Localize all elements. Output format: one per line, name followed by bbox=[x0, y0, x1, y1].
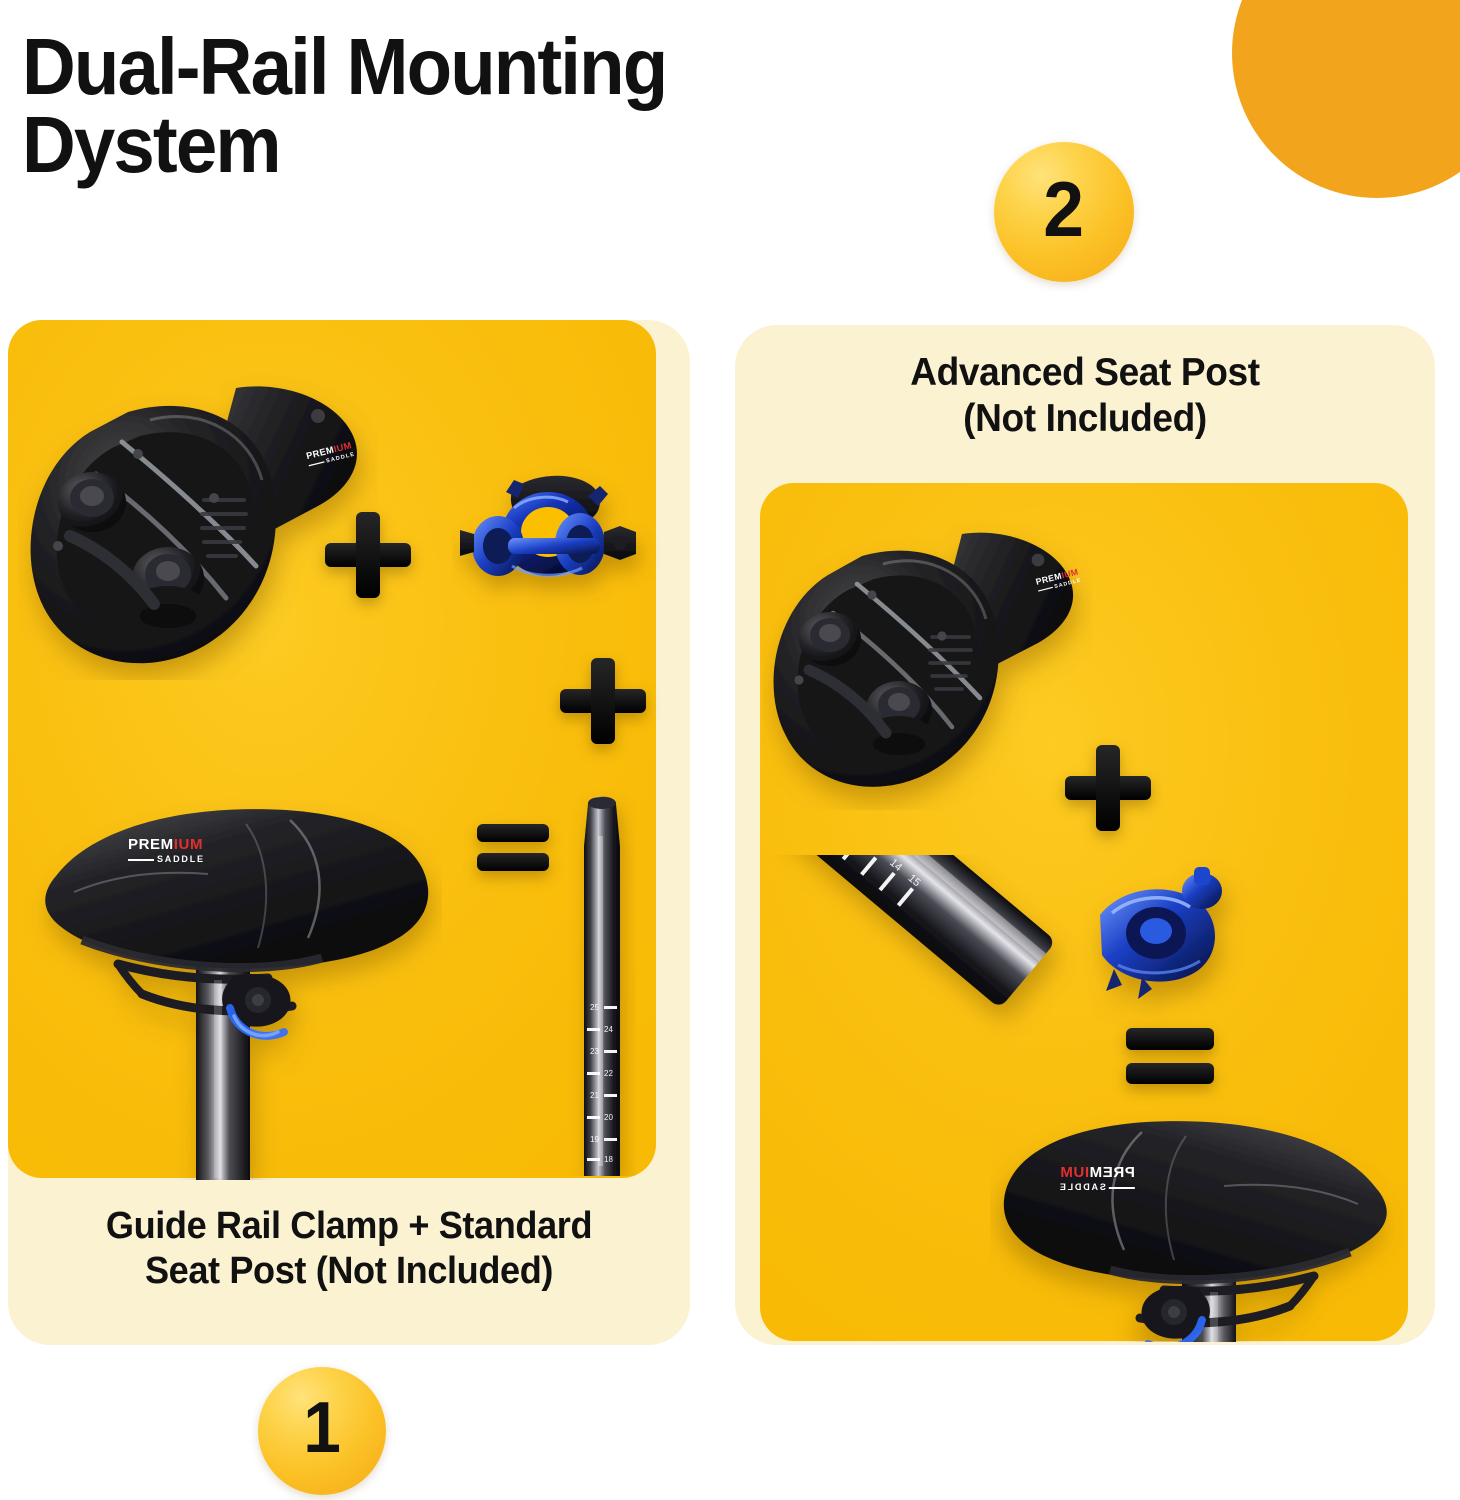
svg-text:13: 13 bbox=[869, 855, 886, 858]
svg-text:24: 24 bbox=[604, 1025, 613, 1034]
badge-two-label: 2 bbox=[1043, 164, 1085, 253]
equals-operator-a bbox=[477, 822, 549, 874]
option-two-caption-line-2: (Not Included) bbox=[963, 397, 1207, 441]
standard-seat-post-image: 25 24 23 22 21 20 19 18 bbox=[568, 790, 636, 1176]
svg-text:23: 23 bbox=[590, 1047, 599, 1056]
option-one-caption-line-1: Guide Rail Clamp + Standard bbox=[105, 1205, 593, 1247]
saddle-on-advanced-post-image bbox=[990, 1092, 1410, 1342]
page-title-line-2: Dystem bbox=[22, 100, 281, 190]
saddle-underside-image-right bbox=[762, 500, 1092, 810]
plus-operator-b bbox=[560, 658, 646, 744]
page-title-line-1: Dual-Rail Mounting bbox=[22, 22, 668, 111]
option-two-caption-line-1: Advanced Seat Post bbox=[910, 351, 1260, 394]
plus-operator-c bbox=[1065, 745, 1151, 831]
corner-blob-decoration bbox=[1232, 0, 1460, 198]
plus-operator-a bbox=[325, 512, 411, 598]
saddle-underside-image-left bbox=[18, 350, 378, 680]
badge-one: 1 bbox=[258, 1367, 386, 1495]
svg-text:25: 25 bbox=[590, 1003, 599, 1012]
badge-one-label: 1 bbox=[303, 1388, 341, 1468]
page-title: Dual-Rail Mounting Dystem bbox=[22, 27, 915, 185]
saddle-on-standard-post-image bbox=[22, 780, 442, 1180]
option-one-caption: Guide Rail Clamp + Standard Seat Post (N… bbox=[25, 1204, 673, 1294]
guide-rail-clamp-image bbox=[452, 462, 662, 634]
option-one-caption-line-2: Seat Post (Not Included) bbox=[144, 1249, 554, 1292]
svg-text:20: 20 bbox=[604, 1113, 613, 1122]
badge-two: 2 bbox=[994, 142, 1134, 282]
svg-text:22: 22 bbox=[604, 1069, 613, 1078]
svg-text:21: 21 bbox=[590, 1091, 599, 1100]
equals-operator-b bbox=[1126, 1026, 1214, 1088]
svg-text:19: 19 bbox=[590, 1135, 599, 1144]
option-two-caption: Advanced Seat Post (Not Included) bbox=[753, 350, 1418, 442]
svg-text:18: 18 bbox=[604, 1155, 613, 1164]
